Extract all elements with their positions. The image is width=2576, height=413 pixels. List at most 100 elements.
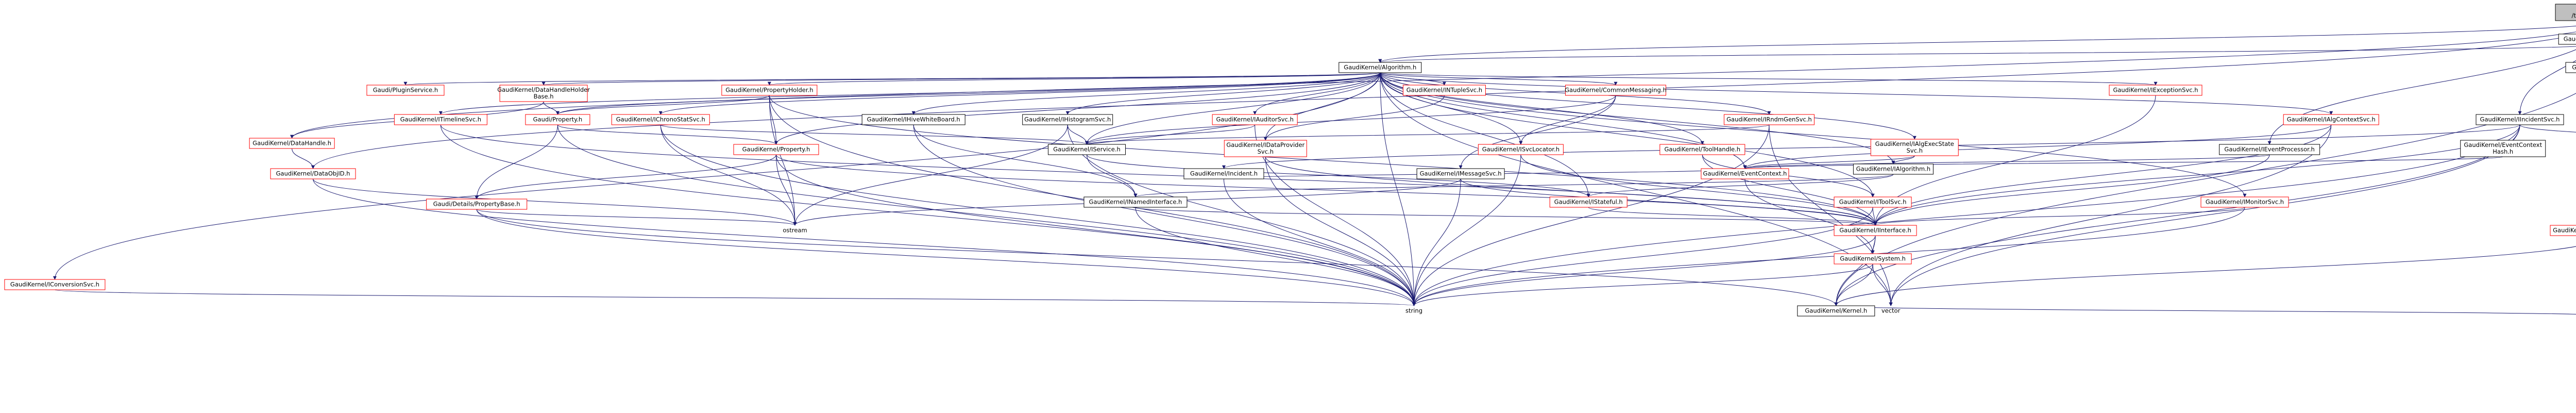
node-propertyholder[interactable]: GaudiKernel/PropertyHolder.h xyxy=(721,85,818,96)
node-label-datahandleholderbase: GaudiKernel/DataHandleHolder xyxy=(497,86,590,93)
edge-iinterface-to-kernel xyxy=(1834,235,1876,306)
node-box-iincidentsvc xyxy=(2476,114,2564,125)
node-gaudialgorithm[interactable]: GaudiKernel/Algorithm.h xyxy=(1338,62,1422,73)
node-incident[interactable]: GaudiKernel/Incident.h xyxy=(1183,168,1264,179)
edge-kproperty-to-iinterface xyxy=(776,154,1877,226)
node-ieventprocessor[interactable]: GaudiKernel/IEventProcessor.h xyxy=(2219,144,2320,155)
edge-dataobjid-to-ostream xyxy=(313,178,797,226)
node-vector: vector xyxy=(1882,307,1901,315)
node-box-propertyholder xyxy=(721,85,818,96)
edge-ihivewhiteboard-to-string xyxy=(913,124,1416,306)
node-details_propertybase[interactable]: Gaudi/Details/PropertyBase.h xyxy=(426,199,528,210)
edge-root-to-ieventprocessor xyxy=(2267,49,2576,145)
node-itoolsvc[interactable]: GaudiKernel/IToolSvc.h xyxy=(1834,196,1912,208)
node-label-ichronostatsvc: GaudiKernel/IChronoStatSvc.h xyxy=(616,116,705,123)
node-box-incident xyxy=(1183,168,1264,179)
node-label-istateful: GaudiKernel/IStateful.h xyxy=(1554,199,1623,206)
node-systembase[interactable]: GaudiKernel/SystemBase.h xyxy=(2565,62,2576,73)
edge-idataprovidersvc-to-string xyxy=(1265,156,1416,306)
node-box-inamedinterface xyxy=(1083,196,1188,208)
node-box-ialgexecstatesvc xyxy=(1870,139,1959,156)
node-iinterface[interactable]: GaudiKernel/IInterface.h xyxy=(1834,225,1917,236)
node-threadlocalcontext[interactable]: GaudiKernel/ThreadLocalContext.h xyxy=(2550,225,2576,236)
node-box-threadlocalcontext xyxy=(2550,225,2576,236)
edge-system-to-kernel xyxy=(1834,263,1873,306)
node-box-idataprovidersvc xyxy=(1224,140,1307,157)
node-iincidentsvc[interactable]: GaudiKernel/IIncidentSvc.h xyxy=(2476,114,2564,125)
node-box-itoolsvc xyxy=(1834,196,1912,208)
edge-gproperty-to-details_propertybase xyxy=(474,124,558,200)
edge-iincidentsvc-to-kernel xyxy=(1834,124,2520,306)
edge-kproperty-to-ostream xyxy=(776,154,797,226)
node-intuplesvc[interactable]: GaudiKernel/INTupleSvc.h xyxy=(1402,85,1486,96)
node-itimelinesvc[interactable]: GaudiKernel/ITimelineSvc.h xyxy=(394,114,487,125)
node-label-eventcontext: GaudiKernel/EventContext.h xyxy=(1703,170,1787,177)
edge-isvclocator-to-string xyxy=(1412,154,1521,306)
node-eventcontext[interactable]: GaudiKernel/EventContext.h xyxy=(1701,168,1789,179)
node-kernel[interactable]: GaudiKernel/Kernel.h xyxy=(1797,305,1875,317)
node-iconversionsvc[interactable]: GaudiKernel/IConversionSvc.h xyxy=(4,279,106,290)
edge-gaudialgorithm-to-ihistogramsvc xyxy=(1065,72,1381,115)
edge-ihistogramsvc-to-ostream xyxy=(793,124,1068,226)
edge-istateful-to-iinterface xyxy=(1588,207,1877,226)
node-label-datahandle: GaudiKernel/DataHandle.h xyxy=(252,140,331,147)
node-box-intuplesvc xyxy=(1402,85,1486,96)
node-isvclocator[interactable]: GaudiKernel/ISvcLocator.h xyxy=(1478,144,1564,155)
node-datahandle[interactable]: GaudiKernel/DataHandle.h xyxy=(249,138,335,149)
node-root[interactable]: GaudiTestSuite/src/testing/TestingAlgs.c… xyxy=(2555,4,2576,21)
node-label-threadlocalcontext: GaudiKernel/ThreadLocalContext.h xyxy=(2553,227,2576,234)
node-label-root: /testing/TestingAlgs.cpp xyxy=(2572,12,2576,19)
node-label-ieventcontexthash: GaudiKernel/EventContext xyxy=(2464,141,2542,148)
node-label-idataprovidersvc: GaudiKernel/IDataProvider xyxy=(1226,141,1304,148)
node-ialgorithm[interactable]: GaudiKernel/IAlgorithm.h xyxy=(1853,163,1934,175)
node-box-gaudialgorithm xyxy=(1338,62,1422,73)
node-ichronostatsvc[interactable]: GaudiKernel/IChronoStatSvc.h xyxy=(611,114,710,125)
node-imessagesvc[interactable]: GaudiKernel/IMessageSvc.h xyxy=(1416,168,1505,179)
node-ihivewhiteboard[interactable]: GaudiKernel/IHiveWhiteBoard.h xyxy=(861,114,965,125)
edge-intuplesvc-to-idataprovidersvc xyxy=(1263,95,1445,141)
edge-gaudialgorithm-to-itoolsvc xyxy=(1380,72,1875,197)
node-box-gproperty xyxy=(525,114,590,125)
node-imonitorsvc[interactable]: GaudiKernel/IMonitorSvc.h xyxy=(2200,196,2289,208)
edge-imonitorsvc-to-iinterface xyxy=(1873,207,2245,226)
node-ostream: ostream xyxy=(783,227,807,234)
node-label-itimelinesvc: GaudiKernel/ITimelineSvc.h xyxy=(400,116,481,123)
node-iexceptionsvc[interactable]: GaudiKernel/IExceptionSvc.h xyxy=(2109,85,2202,96)
nodes-layer: GaudiTestSuite/src/testing/TestingAlgs.c… xyxy=(4,4,2576,317)
node-box-datahandle xyxy=(249,138,335,149)
node-pluginservice[interactable]: Gaudi/PluginService.h xyxy=(366,85,445,96)
node-label-systembase: GaudiKernel/SystemBase.h xyxy=(2572,64,2576,71)
edge-icommonmessaging-to-isvclocator xyxy=(1519,95,1616,145)
node-label-dataobjid: GaudiKernel/DataObjID.h xyxy=(276,170,350,177)
edge-icommonmessaging-to-imessagesvc xyxy=(1459,95,1616,169)
node-label-idataprovidersvc: Svc.h xyxy=(1258,148,1274,155)
node-gproperty[interactable]: Gaudi/Property.h xyxy=(525,114,590,125)
edge-gaudialgorithm-to-icommonmessaging xyxy=(1380,72,1618,86)
node-ualgorithm[interactable]: GaudiKernel/Algorithm.h xyxy=(2558,34,2576,45)
node-icommonmessaging[interactable]: GaudiKernel/CommonMessaging.h xyxy=(1565,85,1667,96)
edge-propertyholder-to-iinterface xyxy=(769,95,1877,226)
node-box-ualgorithm xyxy=(2558,34,2576,45)
edge-gaudialgorithm-to-propertyholder xyxy=(768,72,1381,86)
node-kproperty[interactable]: GaudiKernel/Property.h xyxy=(733,144,819,155)
edge-idataprovidersvc-to-iinterface xyxy=(1265,156,1877,226)
node-label-ialgexecstatesvc: Svc.h xyxy=(1907,147,1923,154)
node-ialgcontextsvc[interactable]: GaudiKernel/IAlgContextSvc.h xyxy=(2283,114,2379,125)
node-irndmgensvc[interactable]: GaudiKernel/IRndmGenSvc.h xyxy=(1723,114,1815,125)
node-iservice[interactable]: GaudiKernel/IService.h xyxy=(1048,144,1126,155)
node-ihistogramsvc[interactable]: GaudiKernel/IHistogramSvc.h xyxy=(1022,114,1113,125)
node-label-datahandleholderbase: Base.h xyxy=(534,93,554,100)
node-label-ihistogramsvc: GaudiKernel/IHistogramSvc.h xyxy=(1024,116,1111,123)
node-iauditorsvc[interactable]: GaudiKernel/IAuditorSvc.h xyxy=(1212,114,1298,125)
node-label-propertyholder: GaudiKernel/PropertyHolder.h xyxy=(725,87,813,94)
node-inamedinterface[interactable]: GaudiKernel/INamedInterface.h xyxy=(1083,196,1188,208)
node-itoolhandle[interactable]: GaudiKernel/ToolHandle.h xyxy=(1659,144,1745,155)
node-istateful[interactable]: GaudiKernel/IStateful.h xyxy=(1549,196,1628,208)
node-box-ialgorithm xyxy=(1853,163,1934,175)
node-system[interactable]: GaudiKernel/System.h xyxy=(1834,253,1912,265)
node-dataobjid[interactable]: GaudiKernel/DataObjID.h xyxy=(270,168,356,179)
